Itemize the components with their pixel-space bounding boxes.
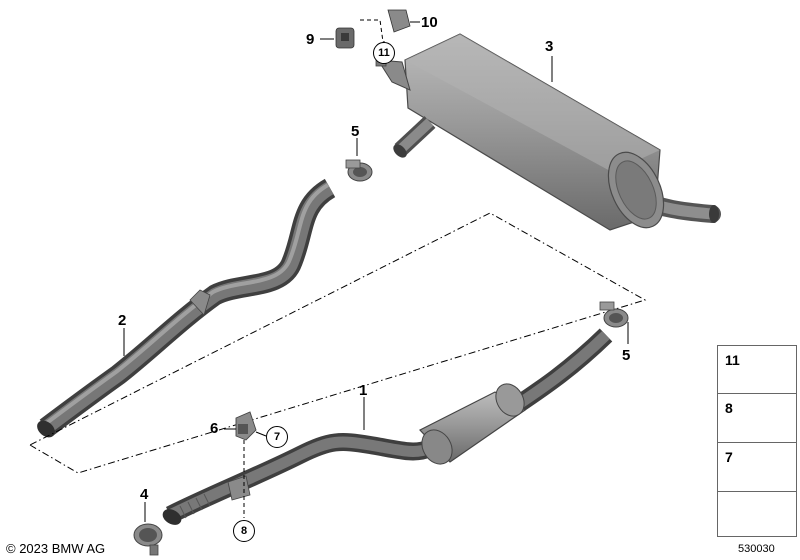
intermediate-pipe bbox=[37, 178, 336, 438]
callout-10: 10 bbox=[421, 14, 438, 31]
front-pipe-with-muffler bbox=[162, 328, 613, 525]
callout-1: 1 bbox=[359, 382, 368, 399]
callout-2: 2 bbox=[118, 312, 127, 329]
holder-10 bbox=[387, 9, 411, 33]
legend-number: 11 bbox=[725, 352, 740, 368]
clamp-front bbox=[133, 523, 163, 556]
callout-9: 9 bbox=[306, 31, 315, 48]
diagram-id: 530030 bbox=[738, 543, 775, 555]
circled-ref-11: 11 bbox=[373, 42, 395, 64]
bracket-6 bbox=[235, 411, 257, 441]
callout-5-upper: 5 bbox=[351, 123, 360, 140]
legend-number: 8 bbox=[725, 400, 733, 416]
legend-item-11: 11 bbox=[717, 345, 797, 394]
callout-3: 3 bbox=[545, 38, 554, 55]
legend-item-direction bbox=[717, 492, 797, 537]
rubber-mount-9 bbox=[335, 27, 355, 49]
assembly-outline bbox=[28, 212, 647, 474]
legend-item-8: 8 bbox=[717, 394, 797, 443]
circled-ref-8: 8 bbox=[233, 520, 255, 542]
callout-6: 6 bbox=[210, 420, 219, 437]
parts-legend: 11 8 7 bbox=[717, 345, 800, 537]
callout-4: 4 bbox=[140, 486, 149, 503]
rear-muffler bbox=[375, 33, 721, 231]
legend-number: 7 bbox=[725, 449, 733, 465]
clamp-upper bbox=[345, 159, 373, 182]
clamp-right bbox=[599, 301, 629, 328]
circled-ref-7: 7 bbox=[266, 426, 288, 448]
copyright-text: © 2023 BMW AG bbox=[6, 541, 106, 556]
legend-item-7: 7 bbox=[717, 443, 797, 492]
callout-5-right: 5 bbox=[622, 347, 631, 364]
